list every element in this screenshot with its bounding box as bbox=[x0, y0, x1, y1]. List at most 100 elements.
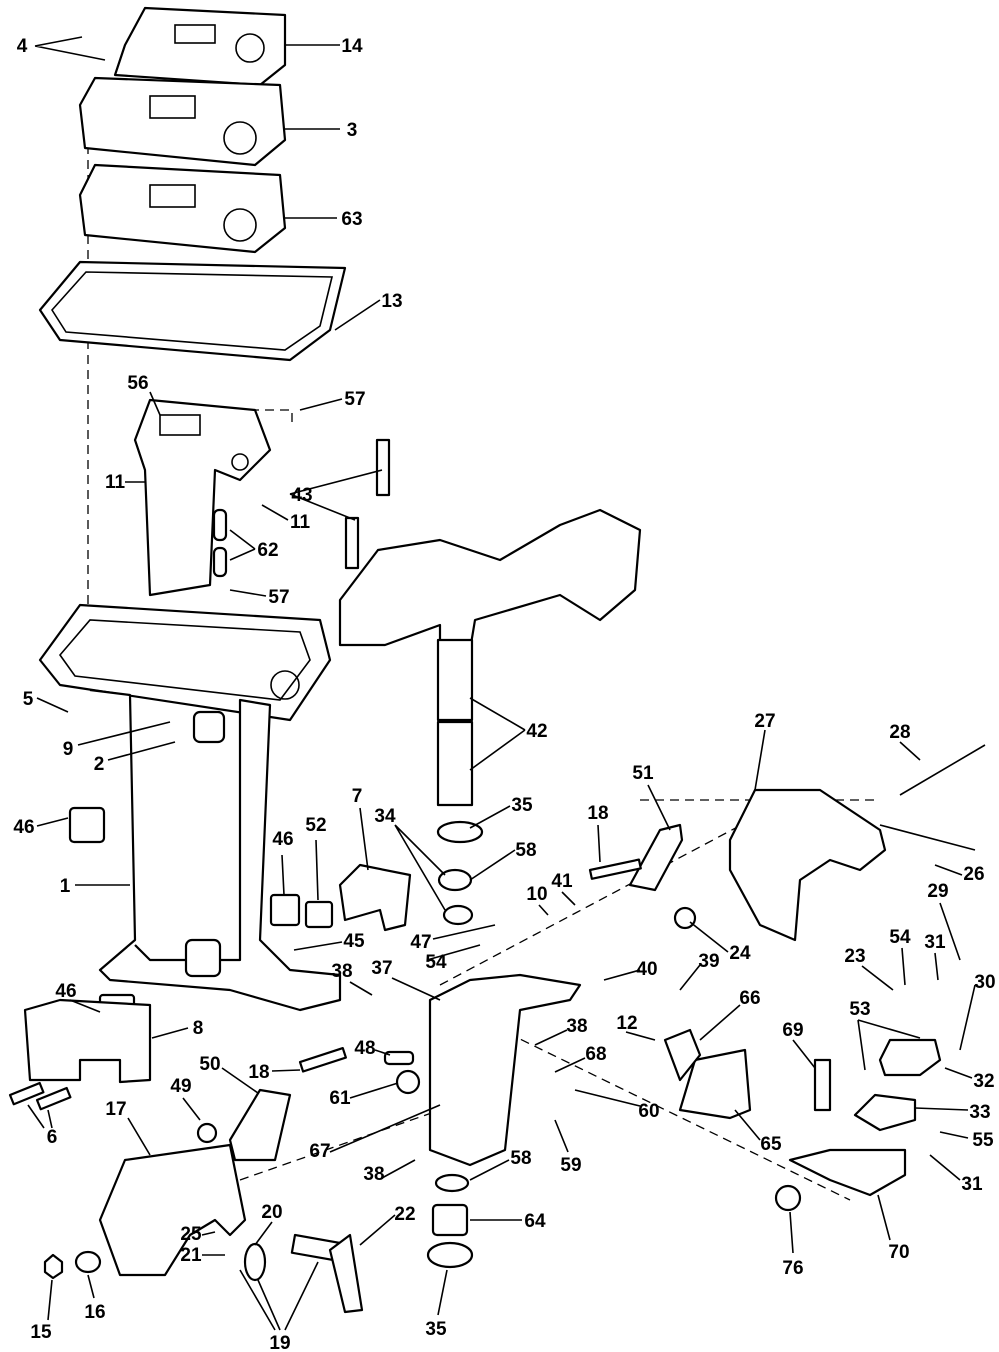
callout-56: 56 bbox=[127, 373, 148, 394]
callout-69: 69 bbox=[782, 1020, 803, 1041]
bushing-58 bbox=[434, 1173, 470, 1193]
alignment-line bbox=[250, 409, 293, 425]
gasket-63-port bbox=[149, 184, 196, 208]
exhaust-port bbox=[159, 414, 201, 436]
exhaust-housing-56 bbox=[133, 398, 272, 597]
callout-63: 63 bbox=[341, 209, 362, 230]
callout-13: 13 bbox=[381, 291, 402, 312]
swivel-bracket-37 bbox=[428, 973, 582, 1167]
callout-45: 45 bbox=[343, 931, 365, 952]
callout-51: 51 bbox=[632, 763, 654, 784]
callout-46: 46 bbox=[272, 829, 293, 850]
adapter-hole bbox=[270, 670, 300, 700]
tilt-lever-51 bbox=[628, 823, 684, 892]
callout-26: 26 bbox=[963, 864, 984, 885]
callout-54: 54 bbox=[889, 927, 911, 948]
callout-1: 1 bbox=[60, 876, 71, 897]
callout-58: 58 bbox=[510, 1148, 531, 1169]
clamp-handle-22 bbox=[328, 1233, 364, 1314]
callout-21: 21 bbox=[180, 1245, 202, 1266]
gasket-14-port bbox=[174, 24, 216, 44]
callout-61: 61 bbox=[329, 1088, 351, 1109]
callout-39: 39 bbox=[698, 951, 719, 972]
plate-3 bbox=[78, 76, 287, 167]
callout-14: 14 bbox=[341, 36, 363, 57]
callout-9: 9 bbox=[63, 739, 74, 760]
callout-34: 34 bbox=[374, 806, 396, 827]
callout-12: 12 bbox=[616, 1013, 637, 1034]
plug-76 bbox=[774, 1184, 802, 1212]
bolt-6a bbox=[8, 1081, 45, 1106]
callout-7: 7 bbox=[352, 786, 363, 807]
callout-18: 18 bbox=[248, 1062, 269, 1083]
callout-67: 67 bbox=[309, 1141, 330, 1162]
callout-35: 35 bbox=[511, 795, 533, 816]
callout-42: 42 bbox=[526, 721, 547, 742]
stern-bracket-27 bbox=[728, 788, 887, 942]
callout-38: 38 bbox=[331, 961, 352, 982]
callout-15: 15 bbox=[30, 1322, 52, 1343]
bearing-35 bbox=[426, 1241, 474, 1269]
callout-29: 29 bbox=[927, 881, 948, 902]
gasket-63 bbox=[78, 163, 287, 254]
callout-35: 35 bbox=[425, 1319, 447, 1340]
callout-17: 17 bbox=[105, 1099, 126, 1120]
mount-bracket-8 bbox=[23, 998, 152, 1084]
callout-64: 64 bbox=[524, 1211, 546, 1232]
dowel-62b bbox=[212, 546, 228, 578]
seal-13-inner bbox=[50, 271, 334, 351]
spacer-24 bbox=[673, 906, 697, 930]
callout-27: 27 bbox=[754, 711, 775, 732]
key-43b bbox=[344, 516, 360, 570]
bushing-34b bbox=[442, 904, 474, 926]
callout-3: 3 bbox=[347, 120, 358, 141]
grommet-lower bbox=[184, 938, 222, 978]
callout-58: 58 bbox=[515, 840, 536, 861]
callout-57: 57 bbox=[268, 587, 289, 608]
callout-46: 46 bbox=[55, 981, 76, 1002]
key-43a bbox=[375, 438, 391, 497]
callout-10: 10 bbox=[526, 884, 547, 905]
callout-62: 62 bbox=[257, 540, 278, 561]
callout-32: 32 bbox=[973, 1071, 994, 1092]
adapter-plate-inner bbox=[58, 619, 311, 701]
washer-61 bbox=[395, 1069, 421, 1095]
plate-3-port bbox=[149, 95, 196, 119]
stern-bracket-17 bbox=[98, 1143, 247, 1277]
callout-11: 11 bbox=[290, 512, 311, 533]
gasket-14-hole bbox=[235, 33, 265, 63]
gasket-14 bbox=[113, 6, 287, 87]
mount-bracket-7 bbox=[338, 863, 412, 932]
gasket-63-hole bbox=[223, 208, 257, 242]
callout-38: 38 bbox=[566, 1016, 587, 1037]
callout-18: 18 bbox=[587, 803, 608, 824]
spring-69 bbox=[813, 1058, 832, 1112]
steering-arm-42 bbox=[338, 508, 642, 652]
callout-65: 65 bbox=[760, 1134, 782, 1155]
callout-59: 59 bbox=[560, 1155, 581, 1176]
bushing-64 bbox=[431, 1203, 469, 1237]
callout-60: 60 bbox=[638, 1101, 659, 1122]
leader-lines bbox=[27, 36, 976, 1331]
bolt-18b bbox=[298, 1046, 347, 1073]
callout-5: 5 bbox=[23, 689, 34, 710]
nut-15 bbox=[43, 1253, 64, 1280]
callout-19: 19 bbox=[269, 1333, 290, 1352]
bracket-32 bbox=[878, 1038, 942, 1077]
callout-53: 53 bbox=[849, 999, 870, 1020]
callout-33: 33 bbox=[969, 1102, 990, 1123]
callout-55: 55 bbox=[972, 1130, 994, 1151]
callout-23: 23 bbox=[844, 946, 865, 967]
callout-31: 31 bbox=[924, 932, 946, 953]
driveshaft-housing-1 bbox=[89, 688, 342, 1012]
lever-12 bbox=[663, 1028, 702, 1082]
pin-48 bbox=[383, 1050, 415, 1066]
support-70 bbox=[788, 1148, 907, 1197]
callout-11: 11 bbox=[105, 472, 126, 493]
callout-20: 20 bbox=[261, 1202, 282, 1223]
callout-41: 41 bbox=[551, 871, 573, 892]
plate-3-hole bbox=[223, 121, 257, 155]
